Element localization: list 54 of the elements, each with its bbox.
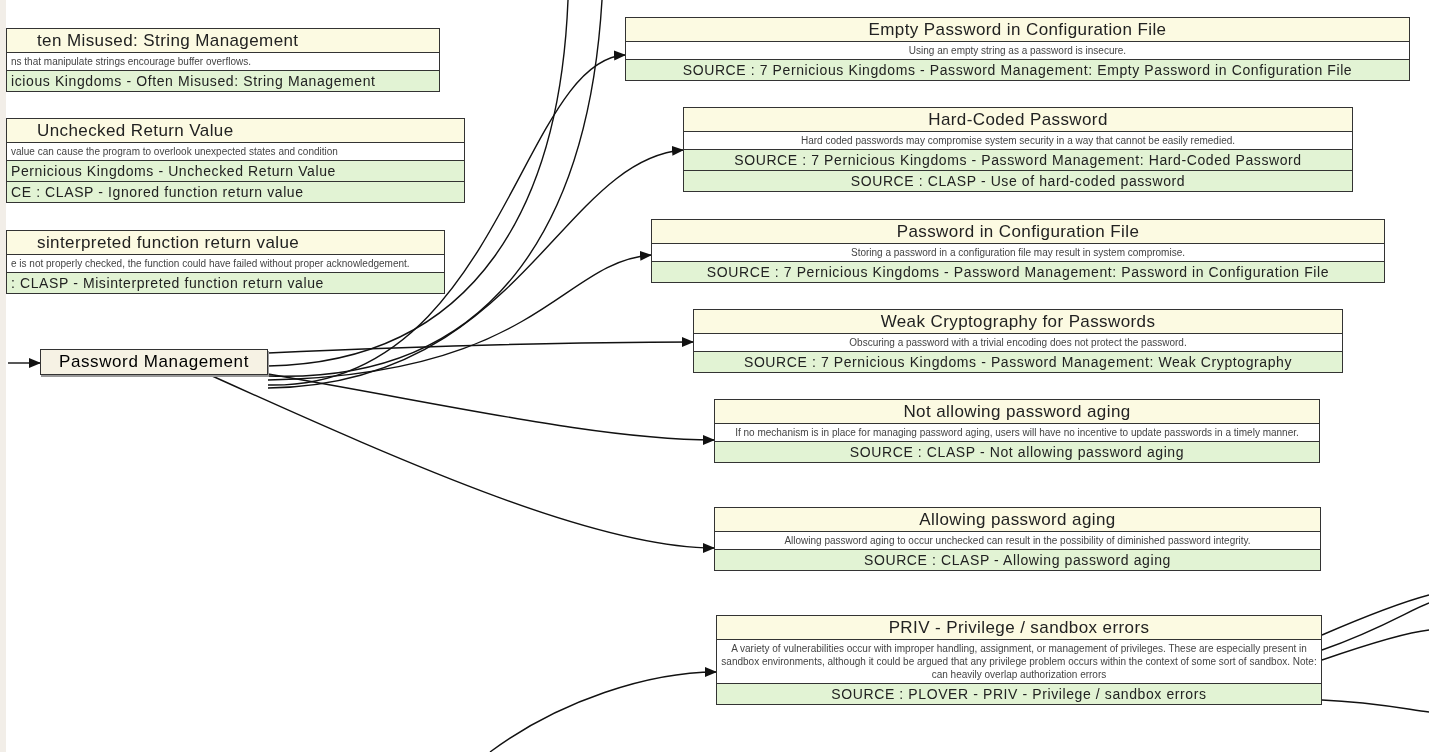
weakness-title: Weak Cryptography for Passwords [694, 310, 1342, 333]
weakness-description: Storing a password in a configuration file may result in system compromise. [652, 243, 1384, 261]
weakness-card [714, 507, 1321, 571]
weakness-description: value can cause the program to overlook unexpected states and condition [7, 142, 464, 160]
weakness-title: Empty Password in Configuration File [626, 18, 1409, 41]
connector-line [1321, 629, 1429, 661]
source-row: SOURCE : 7 Pernicious Kingdoms - Password Management: Password in Configuration File [652, 261, 1384, 282]
source-row: SOURCE : CLASP - Not allowing password aging [715, 441, 1319, 462]
arrow [267, 337, 694, 354]
weakness-description: Allowing password aging to occur unchecked can result in the possibility of diminished password integrity. [715, 531, 1320, 549]
weakness-description: Hard coded passwords may compromise system security in a way that cannot be easily remedied. [684, 131, 1352, 149]
weakness-description: If no mechanism is in place for managing password aging, users will have no incentive to update passwords in a timely manner. [715, 423, 1319, 441]
arrow [267, 147, 684, 389]
source-row: Pernicious Kingdoms - Unchecked Return Value [7, 160, 464, 181]
source-row: SOURCE : CLASP - Allowing password aging [715, 549, 1320, 570]
weakness-title: Password in Configuration File [652, 220, 1384, 243]
weakness-description: ns that manipulate strings encourage buffer overflows. [7, 52, 439, 70]
arrow [267, 252, 652, 381]
weakness-title: Allowing password aging [715, 508, 1320, 531]
weakness-title: ten Misused: String Management [7, 29, 439, 52]
weakness-card [625, 17, 1410, 81]
source-row: SOURCE : 7 Pernicious Kingdoms - Password Management: Weak Cryptography [694, 351, 1342, 372]
weakness-title: Unchecked Return Value [7, 119, 464, 142]
source-row: CE : CLASP - Ignored function return value [7, 181, 464, 202]
source-row: : CLASP - Misinterpreted function return value [7, 272, 444, 293]
weakness-description: e is not properly checked, the function could have failed without proper acknowledgement. [7, 254, 444, 272]
source-row: icious Kingdoms - Often Misused: String Management [7, 70, 439, 91]
weakness-card [693, 309, 1343, 373]
source-row: SOURCE : CLASP - Use of hard-coded password [684, 170, 1352, 191]
arrow [7, 358, 41, 368]
arrow [267, 53, 626, 386]
weakness-title: PRIV - Privilege / sandbox errors [717, 616, 1321, 639]
source-row: SOURCE : 7 Pernicious Kingdoms - Password Management: Empty Password in Configuration File [626, 59, 1409, 80]
weakness-card [6, 118, 465, 203]
weakness-description: Using an empty string as a password is insecure. [626, 41, 1409, 59]
weakness-card [6, 28, 440, 92]
category-box: Password Management [40, 349, 268, 375]
weakness-card [683, 107, 1353, 192]
source-row: SOURCE : 7 Pernicious Kingdoms - Password Management: Hard-Coded Password [684, 149, 1352, 170]
weakness-card [714, 399, 1320, 463]
arrow [267, 373, 715, 445]
arrow [489, 667, 717, 752]
connector-line [1321, 602, 1429, 651]
connector-line [1321, 699, 1429, 713]
weakness-description: A variety of vulnerabilities occur with improper handling, assignment, or management of privileges. These are especially present in sandbox environments, although it could be argued that any privilege problem occurs within the context of some sort of sandbox. Note: can heavily overlap authorization errors [717, 639, 1321, 683]
weakness-title: Not allowing password aging [715, 400, 1319, 423]
weakness-card [716, 615, 1322, 705]
weakness-title: sinterpreted function return value [7, 231, 444, 254]
weakness-title: Hard-Coded Password [684, 108, 1352, 131]
source-row: SOURCE : PLOVER - PRIV - Privilege / sandbox errors [717, 683, 1321, 704]
weakness-description: Obscuring a password with a trivial encoding does not protect the password. [694, 333, 1342, 351]
weakness-card [651, 219, 1385, 283]
weakness-card [6, 230, 445, 294]
connector-line [1321, 594, 1429, 636]
